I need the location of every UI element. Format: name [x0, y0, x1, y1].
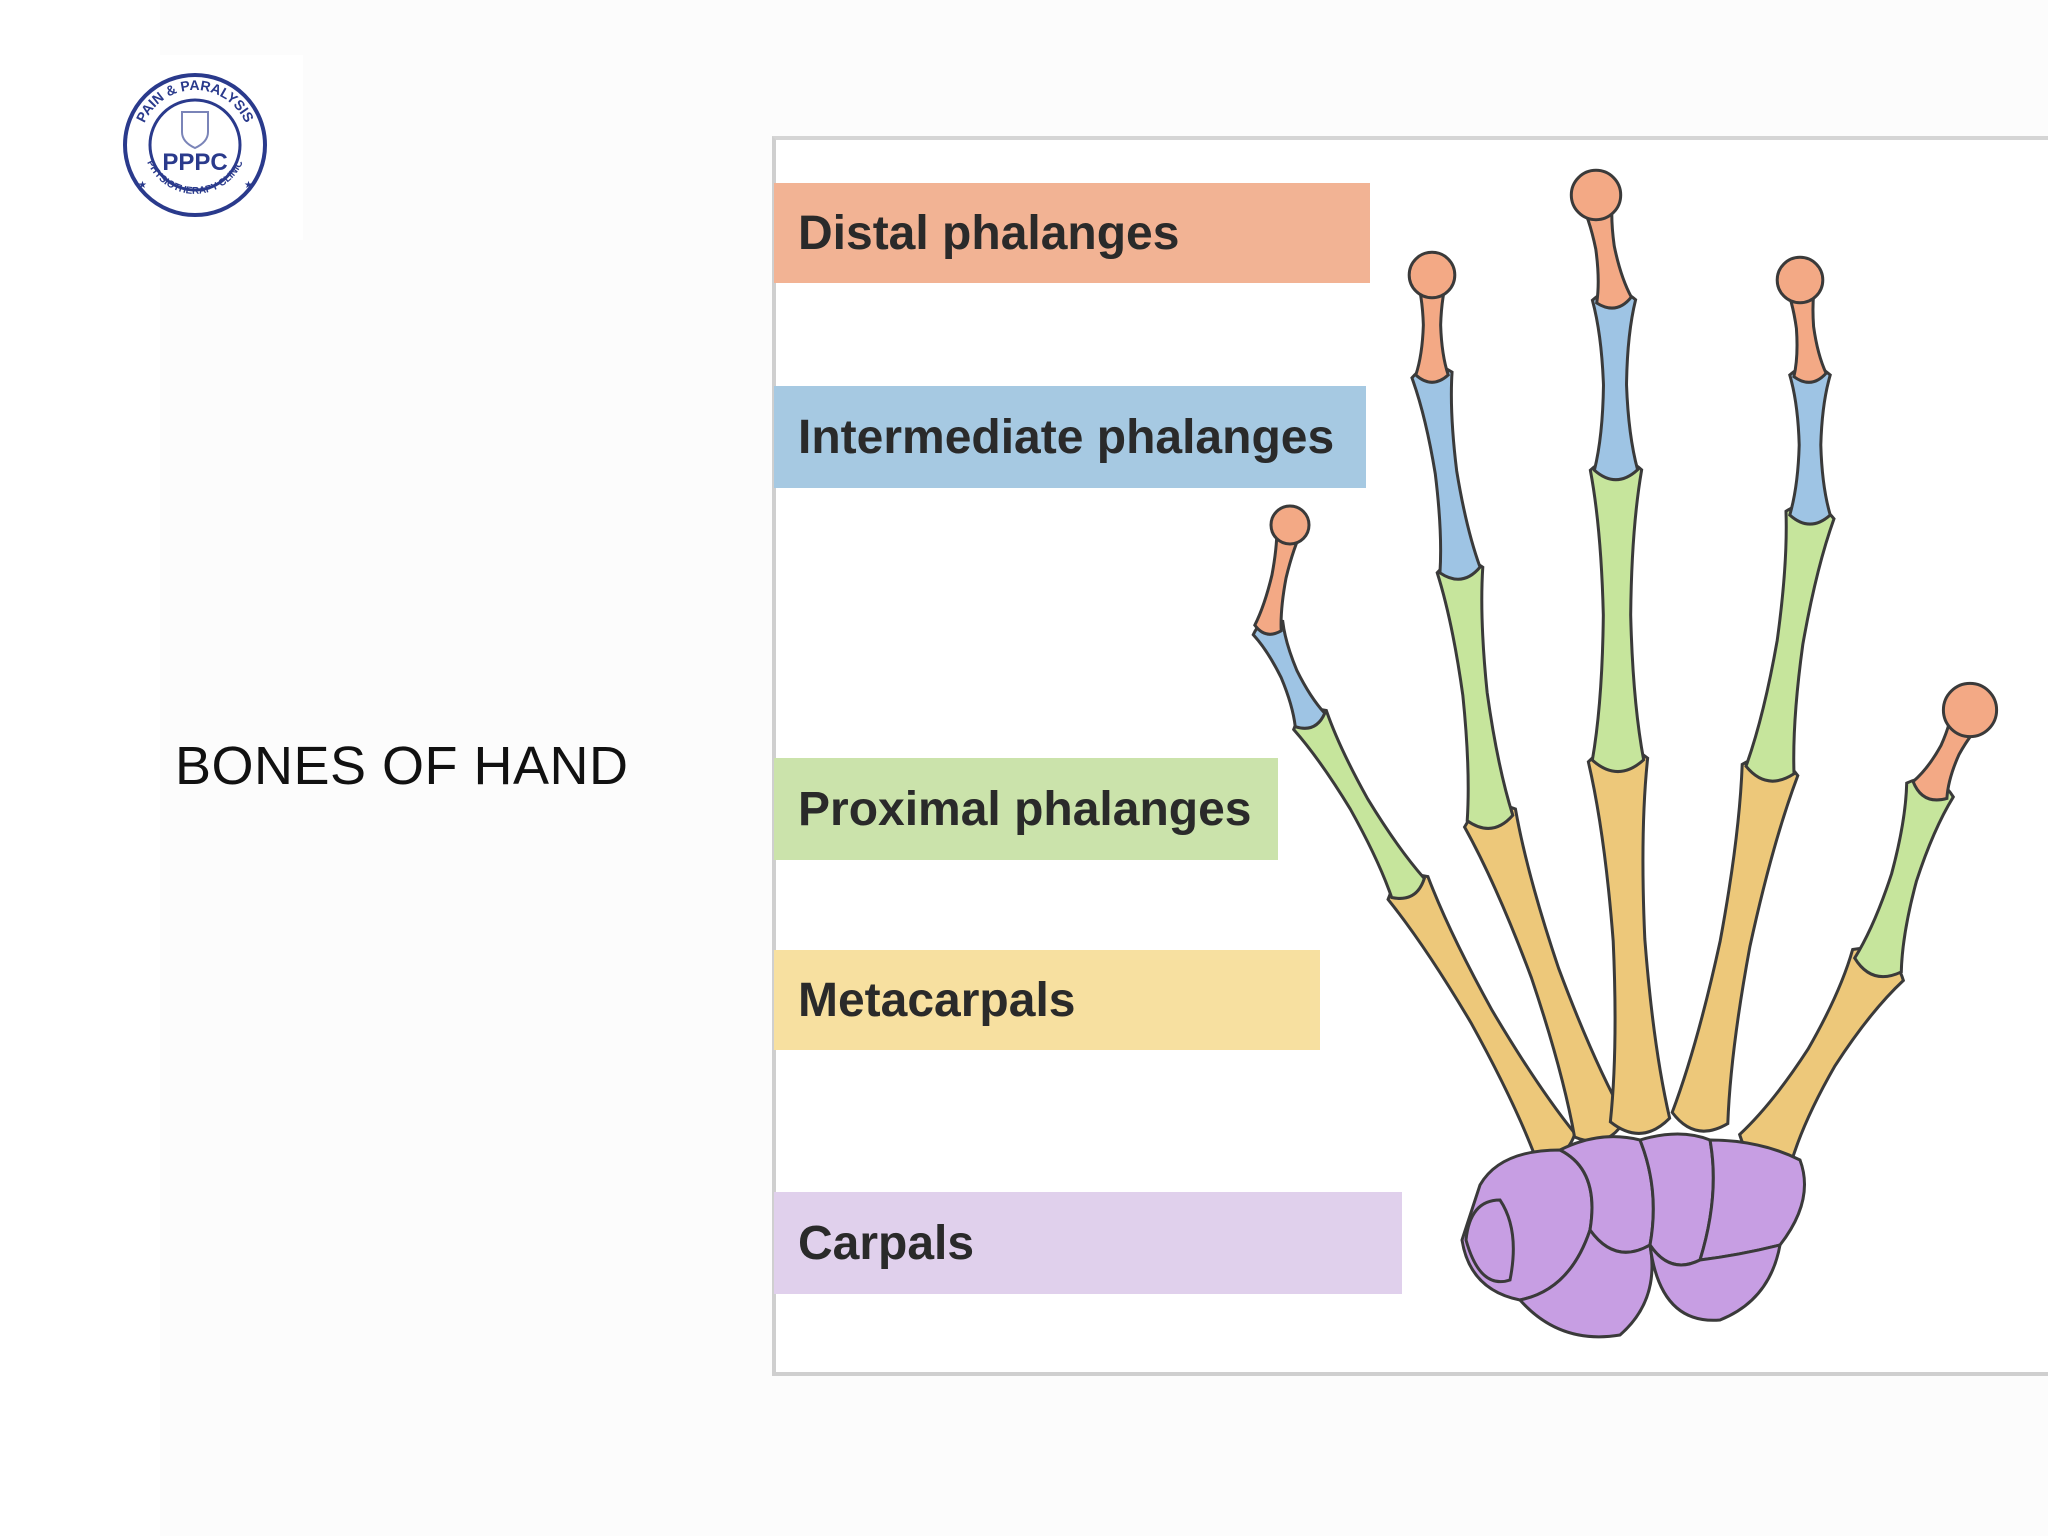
shield-icon — [181, 111, 209, 150]
index-intermediate-bone — [1788, 364, 1832, 526]
middle-distal-bone-tip — [1569, 168, 1623, 222]
label-metacarpal-text: Metacarpals — [798, 973, 1076, 1027]
label-intermediate-phalanges: Intermediate phalanges — [774, 386, 1366, 488]
middle-intermediate-bone-shape — [1590, 288, 1640, 482]
middle-proximal-bone — [1588, 456, 1646, 774]
little-proximal-bone — [1291, 708, 1427, 900]
svg-text:★: ★ — [138, 180, 147, 191]
middle-metacarpal-bone-shape — [1586, 745, 1672, 1135]
ring-intermediate-bone-shape — [1410, 364, 1482, 581]
label-proximal-text: Proximal phalanges — [798, 782, 1252, 836]
middle-proximal-bone-shape — [1588, 456, 1646, 774]
intermediate-phalanx-bones — [1251, 288, 1832, 730]
carpal-bones — [1460, 1132, 1806, 1339]
label-carpal-text: Carpals — [798, 1216, 975, 1270]
little-distal-bone-tip — [1269, 504, 1311, 546]
hand-bones-figure — [772, 136, 2048, 1376]
little-intermediate-bone-shape — [1251, 618, 1327, 730]
carpal-hamate — [1697, 1138, 1806, 1262]
thumb-distal-bone-tip — [1941, 681, 1999, 739]
index-proximal-bone-shape — [1744, 502, 1836, 783]
proximal-phalanx-bones — [1291, 456, 1956, 979]
thumb-proximal-bone — [1852, 776, 1956, 979]
metacarpal-bones — [1386, 745, 1906, 1169]
index-intermediate-bone-shape — [1788, 364, 1832, 526]
ring-intermediate-bone — [1410, 364, 1482, 581]
clinic-logo: PAIN & PARALYSIS PHYSIOTHERAPY CLINIC PP… — [123, 73, 267, 217]
label-distal-phalanges: Distal phalanges — [774, 183, 1370, 283]
middle-metacarpal-bone — [1586, 745, 1672, 1135]
label-intermediate-text: Intermediate phalanges — [798, 410, 1335, 464]
distal-phalanx-bones — [1253, 168, 1999, 802]
label-metacarpals: Metacarpals — [774, 950, 1320, 1050]
little-metacarpal-bone-shape — [1386, 874, 1577, 1159]
label-carpals: Carpals — [774, 1192, 1402, 1294]
carpal-pisiform — [1464, 1198, 1515, 1283]
slide-title: BONES OF HAND — [175, 736, 629, 796]
index-metacarpal-bone-shape — [1670, 755, 1800, 1133]
label-proximal-phalanges: Proximal phalanges — [774, 758, 1278, 860]
index-distal-bone-tip — [1775, 255, 1825, 305]
index-proximal-bone — [1744, 502, 1836, 783]
index-metacarpal-bone — [1670, 755, 1800, 1133]
little-proximal-bone-shape — [1291, 708, 1427, 900]
svg-text:★: ★ — [244, 180, 253, 191]
ring-proximal-bone-shape — [1435, 558, 1515, 830]
logo-monogram: PPPC — [162, 149, 227, 176]
thumb-proximal-bone-shape — [1852, 776, 1956, 979]
little-metacarpal-bone — [1386, 874, 1577, 1159]
ring-distal-bone-tip — [1407, 250, 1457, 300]
carpal-lunate — [1648, 1242, 1782, 1322]
little-intermediate-bone — [1251, 618, 1327, 730]
label-distal-text: Distal phalanges — [798, 206, 1180, 260]
middle-intermediate-bone — [1590, 288, 1640, 482]
ring-proximal-bone — [1435, 558, 1515, 830]
